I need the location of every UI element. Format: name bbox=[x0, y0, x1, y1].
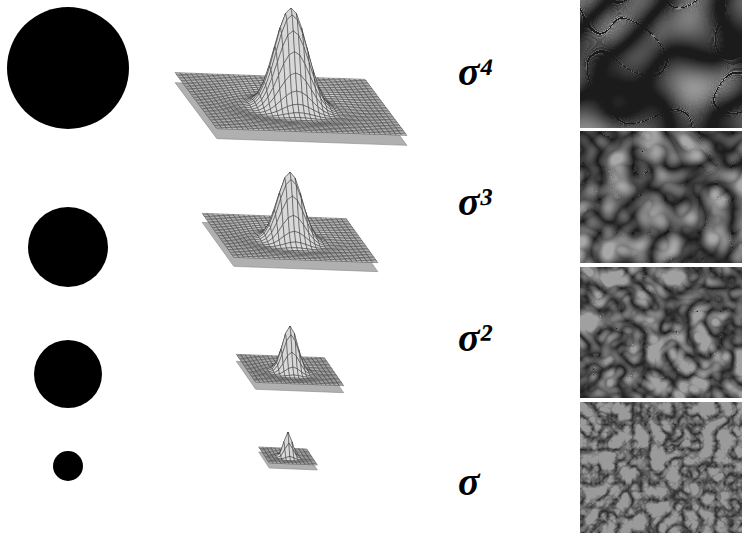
blob-circle bbox=[7, 7, 129, 129]
blob-circle bbox=[28, 207, 108, 287]
mesh-cell bbox=[401, 134, 407, 136]
blob-circle bbox=[34, 340, 102, 408]
surface-plots bbox=[175, 8, 407, 470]
surface-plot bbox=[202, 172, 378, 272]
mesh-cell bbox=[292, 196, 298, 218]
blob-circle bbox=[53, 451, 83, 481]
mesh-cell bbox=[304, 113, 310, 118]
blob-circles bbox=[7, 7, 129, 481]
mesh-cell bbox=[293, 215, 299, 233]
surface-plot bbox=[175, 8, 407, 145]
